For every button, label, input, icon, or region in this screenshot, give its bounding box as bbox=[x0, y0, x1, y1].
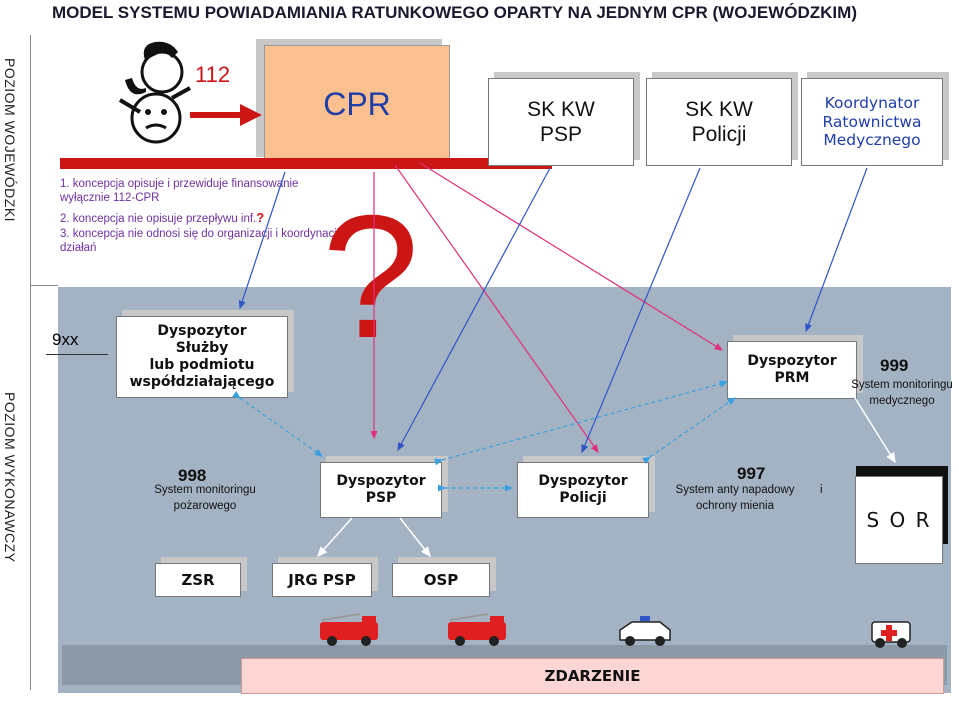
sluzby-line4: współdziałającego bbox=[129, 373, 275, 390]
concept-2: 2. koncepcja nie opisuje przepływu inf.? bbox=[60, 210, 264, 225]
level-divider bbox=[30, 285, 58, 286]
dyspozytor-psp-box: Dyspozytor PSP bbox=[320, 462, 442, 518]
cpr-label: CPR bbox=[323, 85, 391, 122]
concept-2-mark: ? bbox=[256, 210, 265, 225]
psp-line1: Dyspozytor bbox=[336, 473, 426, 490]
text-999: System monitoringu medycznego bbox=[845, 378, 959, 409]
koordynator-line3: Medycznego bbox=[823, 131, 921, 150]
jrg-psp-box: JRG PSP bbox=[272, 563, 372, 597]
text-999-line1: System monitoringu bbox=[851, 379, 953, 391]
concept-3-line2: działań bbox=[60, 242, 97, 254]
sor-box: S O R bbox=[855, 476, 943, 564]
osp-label: OSP bbox=[423, 571, 459, 589]
red-bar bbox=[60, 158, 552, 169]
code-999: 999 bbox=[880, 356, 909, 375]
level-label-top: POZIOM WOJEWÓDZKI bbox=[2, 58, 18, 223]
page-title: MODEL SYSTEMU POWIADAMIANIA RATUNKOWEGO … bbox=[52, 3, 857, 22]
sk-kw-psp-line2: PSP bbox=[539, 123, 583, 146]
text-998: System monitoringu pożarowego bbox=[140, 483, 270, 514]
text-997: System anty napadowy ochrony mienia bbox=[660, 483, 810, 514]
text-998-line1: System monitoringu bbox=[154, 484, 256, 496]
jrg-label: JRG PSP bbox=[288, 571, 356, 589]
sor-label: S O R bbox=[866, 508, 932, 532]
prm-line1: Dyspozytor bbox=[747, 353, 837, 370]
policji-line2: Policji bbox=[559, 490, 607, 506]
osp-box: OSP bbox=[392, 563, 490, 597]
concept-1-line1: 1. koncepcja opisuje i przewiduje finans… bbox=[60, 178, 299, 190]
big-question-mark: ? bbox=[322, 180, 420, 375]
sk-kw-policji-line2: Policji bbox=[691, 123, 747, 146]
sluzby-line2: Służby bbox=[175, 340, 229, 357]
psp-line2: PSP bbox=[365, 490, 397, 506]
policji-line1: Dyspozytor bbox=[538, 473, 628, 490]
stray-i: i bbox=[820, 484, 823, 496]
sk-kw-psp-box: SK KW PSP bbox=[488, 78, 634, 166]
zsr-label: ZSR bbox=[181, 571, 215, 589]
left-divider bbox=[30, 35, 31, 690]
sk-kw-psp-line1: SK KW bbox=[527, 97, 595, 121]
text-999-line2: medycznego bbox=[869, 394, 935, 407]
code-9xx-underline bbox=[46, 354, 108, 355]
cpr-box: CPR bbox=[264, 45, 450, 163]
level-label-bottom: POZIOM WYKONAWCZY bbox=[2, 392, 18, 563]
code-9xx: 9xx bbox=[52, 330, 79, 349]
code-997: 997 bbox=[737, 464, 766, 483]
zdarzenie-label: ZDARZENIE bbox=[544, 667, 641, 685]
dyspozytor-sluzby-box: Dyspozytor Służby lub podmiotu współdzia… bbox=[116, 316, 288, 398]
text-998-line2: pożarowego bbox=[173, 499, 237, 512]
prm-line2: PRM bbox=[774, 370, 810, 386]
sluzby-line3: lub podmiotu bbox=[149, 357, 255, 373]
koordynator-line2: Ratownictwa bbox=[822, 112, 922, 131]
sk-kw-policji-box: SK KW Policji bbox=[646, 78, 792, 166]
dyspozytor-prm-box: Dyspozytor PRM bbox=[727, 341, 857, 399]
dyspozytor-policji-box: Dyspozytor Policji bbox=[517, 462, 649, 518]
sluzby-line1: Dyspozytor bbox=[157, 323, 247, 340]
text-997-line1: System anty napadowy bbox=[675, 484, 795, 496]
zsr-box: ZSR bbox=[155, 563, 241, 597]
red-arrow-shaft bbox=[190, 112, 245, 118]
number-112: 112 bbox=[195, 62, 231, 87]
koordynator-line1: Koordynator bbox=[824, 94, 920, 113]
code-998: 998 bbox=[178, 466, 207, 485]
sk-kw-policji-line1: SK KW bbox=[685, 97, 753, 121]
text-997-line2: ochrony mienia bbox=[696, 499, 774, 512]
concept-2-text: 2. koncepcja nie opisuje przepływu inf. bbox=[60, 213, 257, 225]
koordynator-box: Koordynator Ratownictwa Medycznego bbox=[801, 78, 943, 166]
concept-1-line2: wyłącznie 112-CPR bbox=[60, 192, 160, 204]
concept-3-line1: 3. koncepcja nie odnosi się do organizac… bbox=[60, 228, 340, 240]
zdarzenie-box: ZDARZENIE bbox=[241, 658, 944, 694]
